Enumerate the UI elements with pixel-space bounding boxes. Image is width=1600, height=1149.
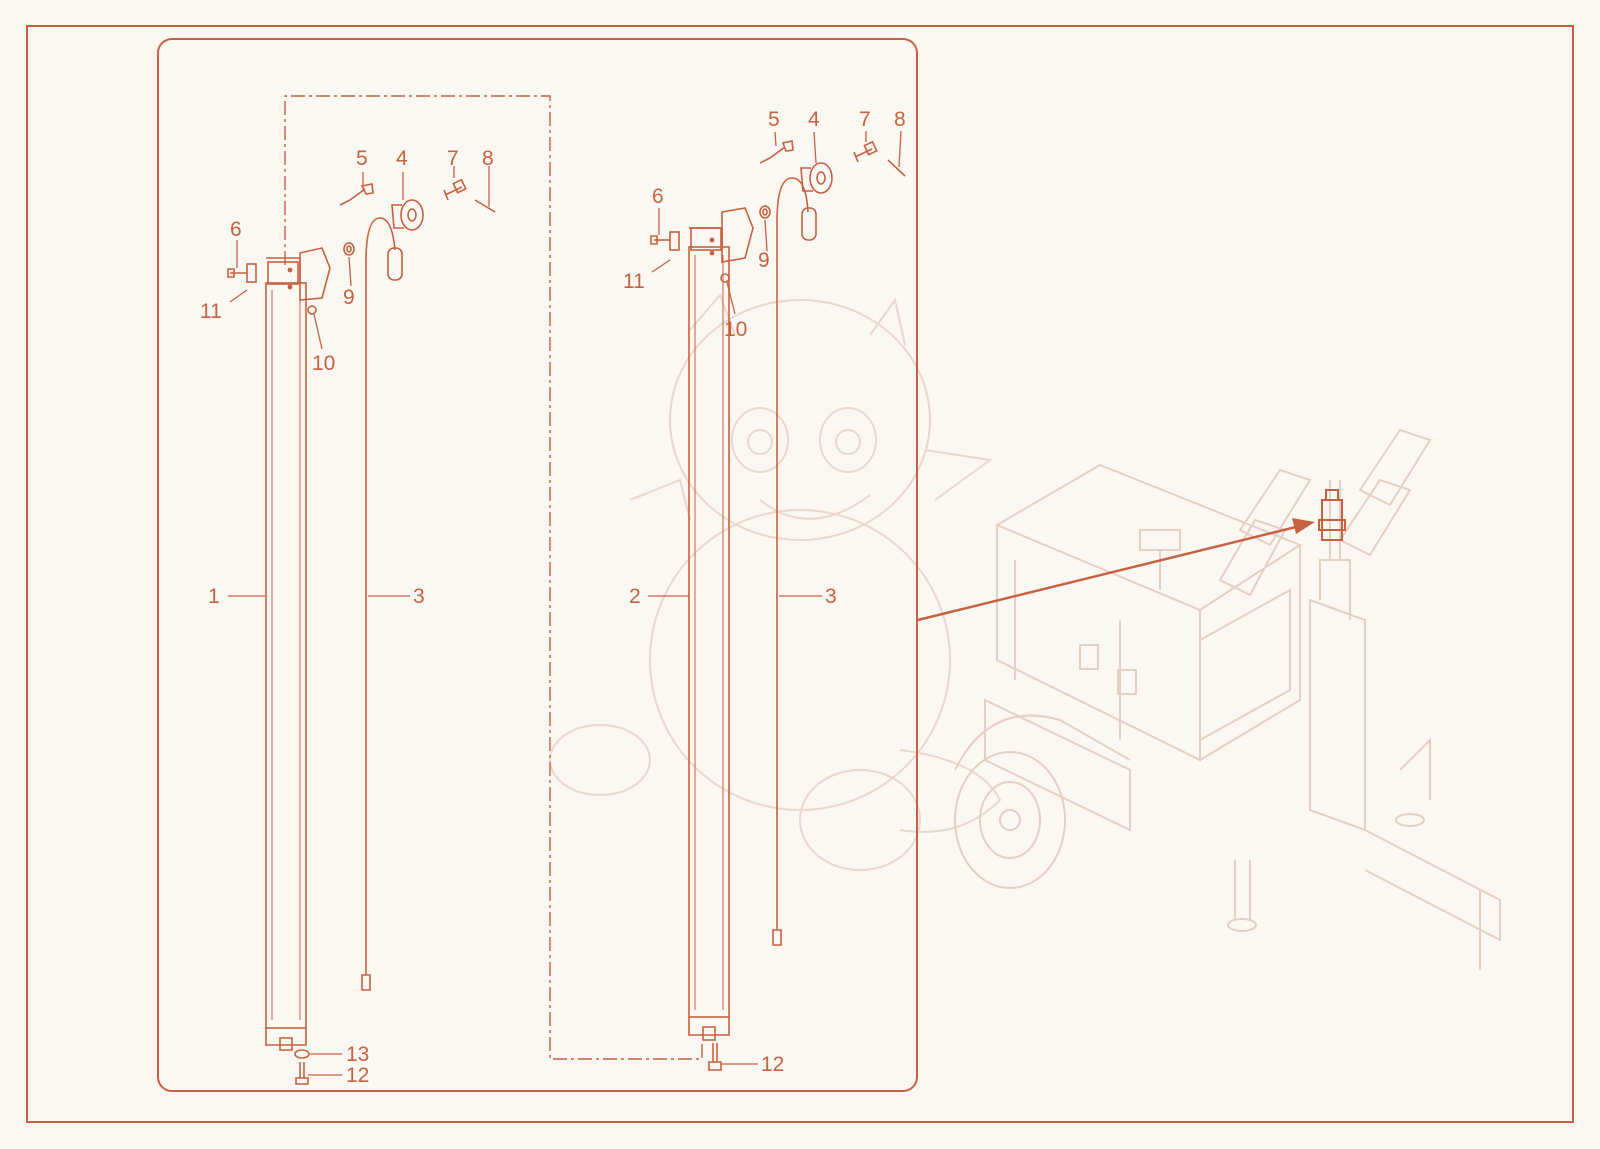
callout-13: 13 <box>346 1043 369 1066</box>
detail-pointer-arrow <box>917 518 1315 622</box>
callout-9: 9 <box>758 249 770 272</box>
callout-5: 5 <box>768 108 780 131</box>
assembly-link-line <box>284 95 703 1060</box>
callout-10: 10 <box>312 352 335 375</box>
drawing-frame <box>26 25 1574 1123</box>
callout-9: 9 <box>343 286 355 309</box>
right-callouts: 2 3 5 4 7 8 6 11 9 10 12 <box>623 108 906 1076</box>
callout-5: 5 <box>356 147 368 170</box>
callout-7: 7 <box>859 108 871 131</box>
left-callouts: 1 3 5 4 7 8 6 11 9 10 13 12 <box>200 147 494 1087</box>
highlighted-mast-head <box>1318 489 1346 541</box>
callout-3: 3 <box>413 585 425 608</box>
mast-tube-2 <box>688 246 730 1018</box>
callout-8: 8 <box>482 147 494 170</box>
callout-10: 10 <box>724 318 747 341</box>
callout-2: 2 <box>629 585 641 608</box>
callout-4: 4 <box>396 147 408 170</box>
callout-8: 8 <box>894 108 906 131</box>
callout-1: 1 <box>208 585 220 608</box>
callout-6: 6 <box>230 218 242 241</box>
right-mast-assembly <box>650 140 906 1071</box>
leader-lines <box>228 130 902 1076</box>
callout-11: 11 <box>623 270 645 293</box>
dragon-watermark-icon <box>549 293 1002 871</box>
callout-7: 7 <box>447 147 459 170</box>
callout-12: 12 <box>346 1064 369 1087</box>
light-tower-trailer-icon <box>954 428 1501 970</box>
callout-11: 11 <box>200 300 222 323</box>
left-mast-assembly <box>227 178 496 1085</box>
detail-panel <box>157 38 918 1092</box>
callout-6: 6 <box>652 185 664 208</box>
mast-tube-1 <box>265 282 307 1029</box>
callout-4: 4 <box>808 108 820 131</box>
callout-12: 12 <box>761 1053 784 1076</box>
callout-3: 3 <box>825 585 837 608</box>
